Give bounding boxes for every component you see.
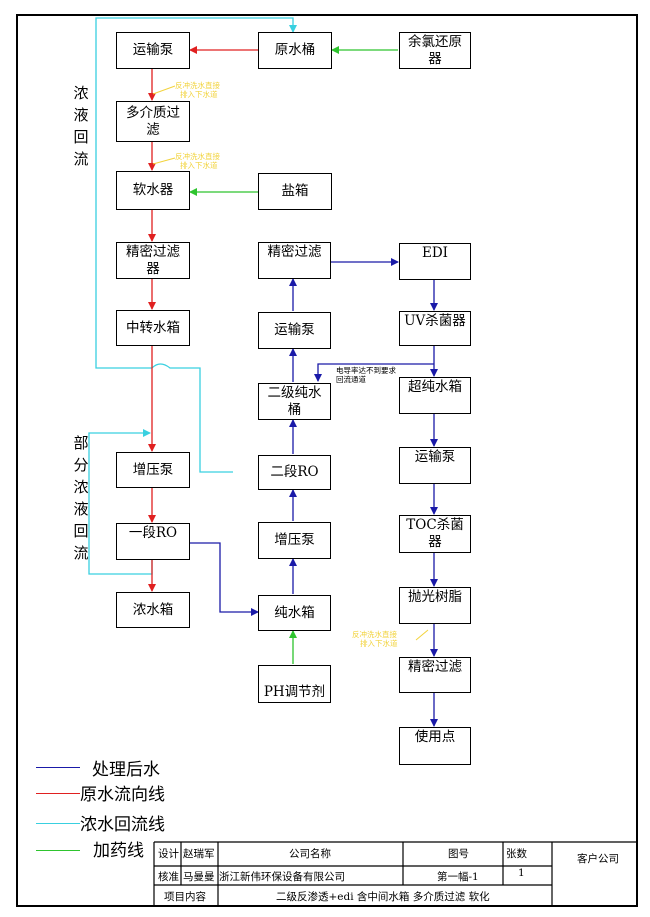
transport-pump-2-label: 运输泵: [274, 322, 315, 338]
dosing-lines: [189, 46, 398, 664]
softener-box: 软水器: [116, 171, 190, 210]
pure-tank-label: 纯水箱: [274, 604, 315, 621]
ro-stage-2-label: 二段RO: [270, 464, 319, 480]
transport-pump-3-label: 运输泵: [414, 449, 456, 465]
tb-designer: 赵瑞军: [183, 848, 215, 860]
salt-tank-label: 盐箱: [281, 183, 309, 199]
backwash-note-3: 反冲洗水直接排入下水道: [352, 630, 398, 648]
softener-label: 软水器: [132, 182, 174, 198]
point-of-use-label: 使用点: [414, 729, 456, 745]
raw-tank-label: 原水桶: [274, 42, 316, 58]
tb-design-label: 设计: [158, 848, 179, 860]
transport-pump-2-box: 运输泵: [258, 312, 331, 349]
tb-check-label: 核准: [158, 871, 179, 883]
precision-filter-3-box: 精密过滤: [399, 657, 471, 693]
precision-filter-2-label: 精密过滤: [267, 244, 322, 260]
edi-label: EDI: [421, 245, 448, 261]
drawing-frame: [16, 14, 638, 907]
ro-stage-1-box: 一段RO: [116, 523, 190, 560]
legend-label-treated: 处理后水: [92, 760, 160, 780]
multimedia-filter-label: 多介质过滤: [126, 104, 180, 138]
raw-water-lines: [148, 46, 258, 592]
raw-tank-box: 原水桶: [258, 32, 332, 69]
booster-pump-1-box: 增压泵: [116, 452, 190, 488]
backwash-note-1: 反冲洗水直接排入下水道: [175, 81, 220, 99]
tb-company: 浙江新伟环保设备有限公司: [219, 871, 345, 883]
booster-pump-2-label: 增压泵: [274, 532, 315, 548]
note-pointers: [152, 85, 429, 641]
concentrate-tank-label: 浓水箱: [132, 601, 174, 618]
ro-stage-2-box: 二段RO: [258, 455, 331, 490]
chlorine-reducer-box: 余氯还原器: [399, 32, 471, 69]
title-block-grid: [153, 841, 638, 907]
tb-checker: 马曼曼: [183, 871, 215, 883]
secondary-pure-tank-box: 二级纯水桶: [258, 383, 331, 420]
transport-pump-1-label: 运输泵: [132, 42, 174, 58]
secondary-pure-tank-label: 二级纯水桶: [267, 384, 322, 418]
precision-filter-1-box: 精密过滤器: [116, 242, 190, 279]
precision-filter-3-label: 精密过滤: [408, 659, 462, 675]
tb-sheets-label: 张数: [506, 848, 527, 860]
toc-sterilizer-label: TOC杀菌器: [406, 517, 464, 550]
tb-project: 二级反渗透+edi 含中间水箱 多介质过滤 软化: [276, 891, 490, 903]
edi-box: EDI: [399, 243, 471, 280]
point-of-use-box: 使用点: [399, 727, 471, 765]
legend-label-concentrate: 浓水回流线: [80, 815, 165, 835]
tb-company-label: 公司名称: [289, 848, 331, 860]
precision-filter-1-label: 精密过滤器: [126, 243, 180, 277]
concentrate-return-label: 浓液回流: [73, 84, 89, 168]
booster-pump-2-box: 增压泵: [258, 522, 331, 559]
transport-pump-3-box: 运输泵: [399, 447, 471, 484]
tb-client-label: 客户公司: [577, 853, 619, 865]
multimedia-filter-box: 多介质过滤: [116, 101, 190, 142]
legend-label-dosing: 加药线: [93, 841, 144, 861]
legend-label-raw: 原水流向线: [80, 785, 165, 805]
polishing-resin-label: 抛光树脂: [408, 589, 462, 605]
legend-line-dosing: [36, 850, 80, 851]
ph-agent-box: PH调节剂: [258, 665, 331, 703]
transfer-tank-label: 中转水箱: [126, 319, 180, 336]
salt-tank-box: 盐箱: [258, 173, 332, 210]
tb-drawing-no: 第一幅-1: [437, 871, 479, 883]
ph-agent-label: PH调节剂: [263, 684, 326, 700]
ultrapure-tank-box: 超纯水箱: [399, 377, 471, 414]
transfer-tank-box: 中转水箱: [116, 310, 190, 346]
polishing-resin-box: 抛光树脂: [399, 587, 471, 624]
chlorine-reducer-label: 余氯还原器: [408, 33, 462, 67]
transport-pump-1-box: 运输泵: [116, 32, 190, 69]
tb-project-label: 项目内容: [164, 891, 206, 903]
legend-line-raw: [36, 793, 80, 794]
legend-line-treated: [36, 767, 80, 768]
backwash-note-2: 反冲洗水直接排入下水道: [175, 152, 220, 170]
concentrate-tank-box: 浓水箱: [116, 592, 190, 628]
uv-sterilizer-box: UV杀菌器: [399, 311, 471, 346]
ultrapure-tank-label: 超纯水箱: [408, 379, 462, 395]
partial-return-label: 部分浓液回流: [73, 434, 89, 562]
toc-sterilizer-box: TOC杀菌器: [399, 515, 471, 553]
uv-sterilizer-label: UV杀菌器: [404, 313, 466, 329]
legend-line-concentrate: [36, 823, 80, 824]
booster-pump-1-label: 增压泵: [132, 461, 174, 478]
precision-filter-2-box: 精密过滤: [258, 242, 331, 279]
pure-tank-box: 纯水箱: [258, 595, 331, 631]
concentrate-return-line: [95, 17, 297, 473]
tb-drawing-no-label: 图号: [448, 848, 469, 860]
tb-sheets: 1: [518, 867, 525, 879]
conductivity-note: 电导率达不到要求回流通道: [336, 366, 396, 384]
ro-stage-1-label: 一段RO: [128, 525, 178, 541]
treated-water-lines: [190, 258, 438, 727]
